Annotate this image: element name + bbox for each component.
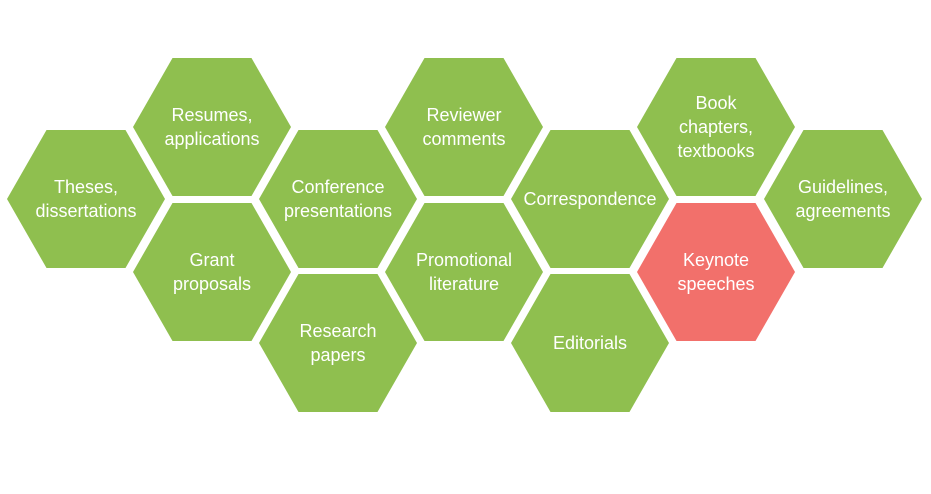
- hex-label: Conference presentations: [283, 177, 393, 221]
- hex-keynote-speeches[interactable]: Keynote speeches: [637, 203, 795, 341]
- hex-correspondence[interactable]: Correspondence: [511, 130, 669, 268]
- hex-book-chapters-textbooks[interactable]: Book chapters, textbooks: [637, 58, 795, 196]
- hex-resumes-applications[interactable]: Resumes, applications: [133, 58, 291, 196]
- hex-theses-dissertations[interactable]: Theses, dissertations: [7, 130, 165, 268]
- hex-label: Guidelines, agreements: [795, 177, 891, 221]
- hex-conference-presentations[interactable]: Conference presentations: [259, 130, 417, 268]
- hex-label: Editorials: [552, 333, 628, 353]
- hex-promotional-literature[interactable]: Promotional literature: [385, 203, 543, 341]
- hex-reviewer-comments[interactable]: Reviewer comments: [385, 58, 543, 196]
- hex-label: Correspondence: [523, 189, 657, 209]
- hex-editorials[interactable]: Editorials: [511, 274, 669, 412]
- hex-label: Theses, dissertations: [35, 177, 137, 221]
- hex-label: Reviewer comments: [422, 105, 506, 149]
- hex-research-papers[interactable]: Research papers: [259, 274, 417, 412]
- hex-label: Research papers: [299, 321, 377, 365]
- hex-label: Grant proposals: [172, 250, 252, 294]
- hex-label: Promotional literature: [415, 250, 513, 294]
- hex-label: Resumes, applications: [164, 105, 260, 149]
- hex-label: Keynote speeches: [677, 250, 755, 294]
- hex-label: Book chapters, textbooks: [677, 93, 755, 161]
- hex-guidelines-agreements[interactable]: Guidelines, agreements: [764, 130, 922, 268]
- hex-grant-proposals[interactable]: Grant proposals: [133, 203, 291, 341]
